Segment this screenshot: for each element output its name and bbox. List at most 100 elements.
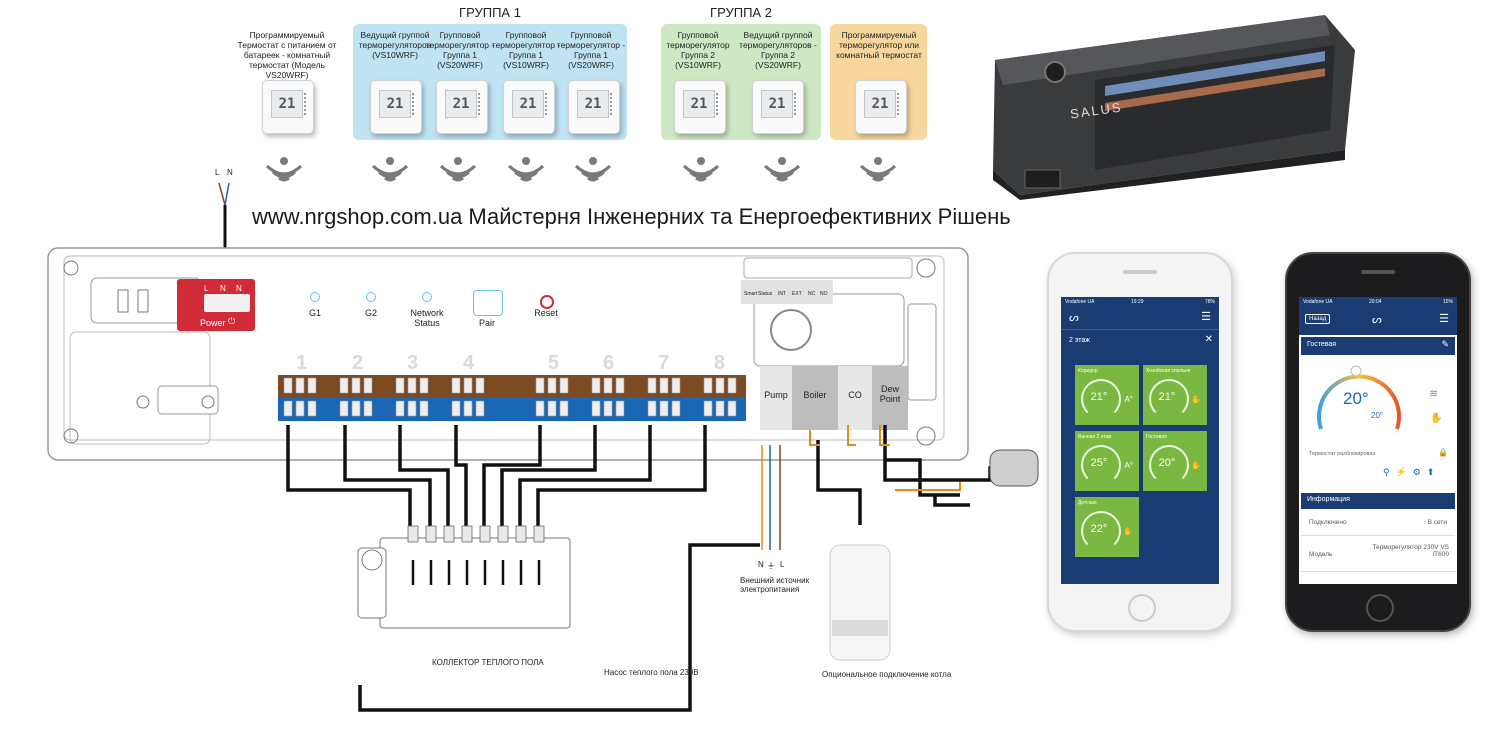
thermostat-device: 21 (752, 80, 804, 134)
thermostat-label: Групповой терморегулятор - Группа 1 (VS1… (491, 30, 561, 70)
home-button[interactable] (1366, 594, 1394, 622)
power-l-label: L (204, 284, 209, 293)
zone-number: 4 (463, 352, 475, 374)
zone-number: 2 (352, 352, 364, 374)
wireless-signal-icon (371, 157, 409, 182)
menu-icon[interactable]: ☰ (1439, 313, 1449, 325)
boiler-output-block (792, 366, 838, 430)
power-n2-label: N (236, 284, 242, 293)
led-network-label: Network Status (410, 308, 444, 328)
thermostat-display: 21 (512, 90, 544, 118)
room-temp: 20° (1158, 457, 1176, 469)
wiring-diagram (286, 425, 1039, 712)
status-battery: 15% (1442, 299, 1453, 305)
external-power-label: Внешний источник электропитания (740, 576, 810, 594)
status-time: 19:29 (1131, 299, 1144, 305)
room-name: Детская (1078, 500, 1097, 506)
menu-icon[interactable]: ☰ (1201, 311, 1211, 323)
info-row: Подключено В сети (1301, 511, 1455, 536)
power-n-label: N (220, 284, 226, 293)
salus-controller-device (993, 15, 1355, 200)
co-output-block (838, 366, 872, 430)
room-temp: 25° (1090, 457, 1108, 469)
wireless-signal-icon (574, 157, 612, 182)
thermostat-display: 21 (683, 90, 715, 118)
phone-white: Vodafone UA 19:29 78% ᔕ ☰ 2 этаж ✕ Корид… (1047, 252, 1233, 632)
reset-button[interactable] (540, 295, 554, 309)
label-status: Status (758, 291, 773, 297)
room-tile[interactable]: Ванная 2 этаж 25°A° (1075, 431, 1139, 491)
room-tile[interactable]: Коридор 21°A° (1075, 365, 1139, 425)
info-key: Подключено (1309, 519, 1347, 526)
manual-hand-icon[interactable]: ✋ (1430, 413, 1443, 424)
boiler-label: Boiler (803, 390, 827, 400)
thermostat-label: Групповой терморегулятор - Группа 1 (VS2… (556, 30, 626, 70)
back-button[interactable]: Назад (1305, 314, 1331, 324)
label-l: L (780, 560, 785, 569)
thermostat-display: 21 (271, 90, 303, 118)
thermostat-display: 21 (379, 90, 411, 118)
thermostat-display: 21 (761, 90, 793, 118)
label-smart: Smart (744, 291, 758, 297)
group2-title: ГРУППА 2 (710, 5, 772, 20)
led-network (422, 292, 432, 302)
status-time: 20:04 (1369, 299, 1382, 305)
app-header: Назад ᔕ ☰ (1299, 307, 1457, 335)
label-int: INT (778, 291, 787, 297)
room-name: Ванная 2 этаж (1078, 434, 1112, 440)
floor-title: 2 этаж (1069, 337, 1090, 344)
quick-actions[interactable]: ⚲⚡⚙⬆ (1383, 467, 1441, 477)
led-g1 (310, 292, 320, 302)
room-tile[interactable]: Хозяйская спальня 21°✋ (1143, 365, 1207, 425)
thermostat-display: 21 (445, 90, 477, 118)
room-temp: 21° (1158, 391, 1176, 403)
temperature-dial[interactable] (1309, 361, 1409, 441)
power-terminals (204, 294, 250, 312)
zone-number: 5 (548, 352, 560, 374)
dewpoint-label: Dew Point (879, 384, 901, 404)
cable-l-label: L (215, 168, 220, 177)
led-g2 (366, 292, 376, 302)
manifold-label: КОЛЛЕКТОР ТЕПЛОГО ПОЛА (432, 658, 544, 667)
zone-number: 3 (407, 352, 419, 374)
terminal-strip-brown (278, 375, 746, 397)
room-tile[interactable]: Детская 22°✋ (1075, 497, 1139, 557)
status-battery: 78% (1204, 299, 1215, 305)
label-n: N (758, 560, 764, 569)
thermostat-label: Групповой терморегулятор - Группа 1 (VS2… (425, 30, 495, 70)
room-name: Коридор (1078, 368, 1098, 374)
dewpoint-output-block (872, 366, 908, 430)
zone-number: 7 (658, 352, 670, 374)
room-tile[interactable]: Гостевая 20°✋ (1143, 431, 1207, 491)
setpoint-value: 20° (1343, 389, 1369, 408)
room-title: Гостевая (1307, 341, 1337, 348)
boiler-label-bottom: Опциональное подключение котла (822, 670, 952, 679)
pair-button[interactable] (473, 290, 503, 316)
thermostat-display: 21 (577, 90, 609, 118)
pump-power-label: Насос теплого пола 230В (604, 668, 699, 677)
close-icon[interactable]: ✕ (1204, 334, 1213, 345)
room-temp: 22° (1090, 523, 1108, 535)
room-header: Гостевая ✎ (1301, 337, 1455, 355)
home-button[interactable] (1128, 594, 1156, 622)
info-title: Информация (1307, 496, 1350, 503)
co-label: CO (848, 390, 862, 400)
edit-icon[interactable]: ✎ (1441, 339, 1449, 349)
thermostat-label: Ведущий группой терморегуляторов - Групп… (739, 30, 817, 70)
lock-icon[interactable]: 🔒 (1438, 448, 1448, 457)
room-temp: 21° (1090, 391, 1108, 403)
info-row: Модель Терморегулятор 230V VS IT600 (1301, 537, 1455, 572)
thermostat-device: 21 (855, 80, 907, 134)
thermostat-label: Программируемый Термостат с питанием от … (237, 30, 337, 80)
status-bar: Vodafone UA 19:29 78% (1061, 297, 1219, 307)
unlock-text: Термостат разблокирован (1309, 451, 1376, 457)
thermostat-device: 21 (262, 80, 314, 134)
room-name: Хозяйская спальня (1146, 368, 1191, 374)
thermostat-device: 21 (503, 80, 555, 134)
led-g2-label: G2 (364, 308, 377, 318)
thermostat-label: Ведущий группой терморегуляторов (VS10WR… (358, 30, 432, 60)
status-bar: Vodafone UA 20:04 15% (1299, 297, 1457, 307)
phone-black: Vodafone UA 20:04 15% Назад ᔕ ☰ Гостевая… (1285, 252, 1471, 632)
app-header: ᔕ ☰ (1061, 307, 1219, 330)
salus-s-icon: ᔕ (1372, 314, 1382, 326)
